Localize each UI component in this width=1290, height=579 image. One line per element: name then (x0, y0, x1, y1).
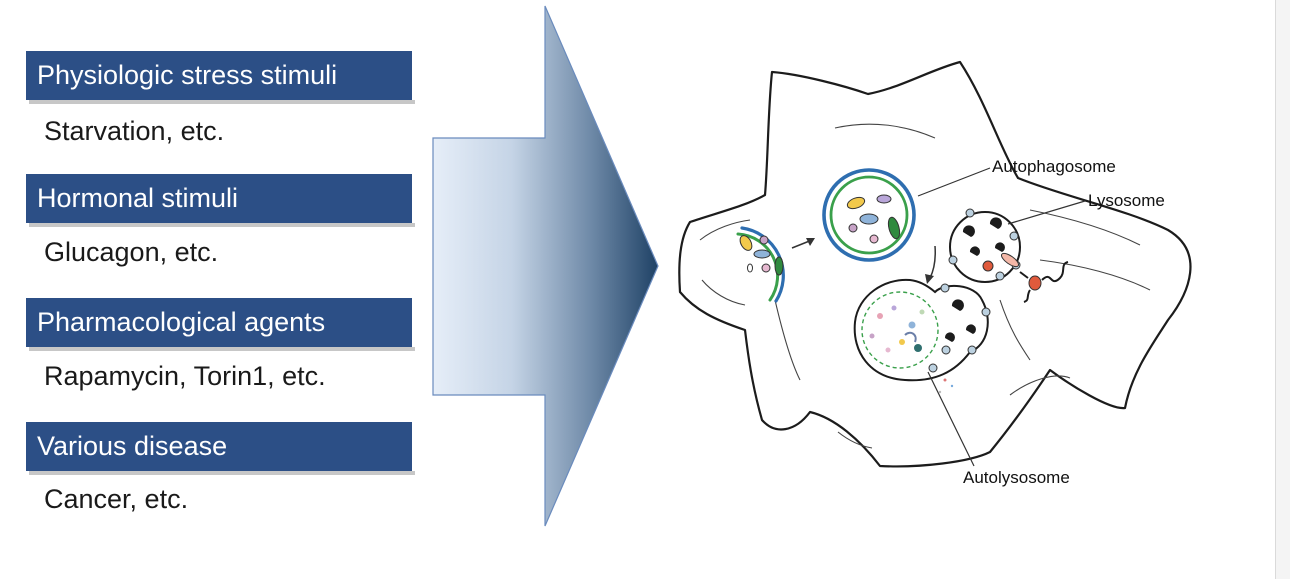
stimulus-header-label: Various disease (37, 431, 228, 461)
vertical-scrollbar[interactable] (1275, 0, 1290, 579)
block-arrow-icon (432, 5, 659, 527)
autophagosome-icon (822, 168, 916, 262)
phagophore-icon (736, 226, 785, 303)
label-lysosome: Lysosome (1088, 191, 1165, 210)
stimulus-header-disease: Various disease (26, 422, 415, 475)
stimulus-example-physiologic: Starvation, etc. (44, 116, 225, 146)
stimulus-header-label: Hormonal stimuli (37, 183, 239, 213)
stimulus-header-label: Physiologic stress stimuli (37, 60, 338, 90)
stimulus-example-pharmacological: Rapamycin, Torin1, etc. (44, 361, 326, 391)
label-autophagosome: Autophagosome (992, 157, 1116, 176)
stimulus-header-pharmacological: Pharmacological agents (26, 298, 415, 351)
autolysosome-icon (853, 278, 991, 382)
label-autolysosome: Autolysosome (963, 468, 1070, 487)
lysosome-icon (948, 208, 1021, 283)
stimulus-header-label: Pharmacological agents (37, 307, 326, 337)
stimulus-header-physiologic: Physiologic stress stimuli (26, 51, 415, 104)
stimulus-example-hormonal: Glucagon, etc. (44, 237, 219, 267)
stimulus-example-disease: Cancer, etc. (44, 484, 189, 514)
stimulus-header-hormonal: Hormonal stimuli (26, 174, 415, 227)
